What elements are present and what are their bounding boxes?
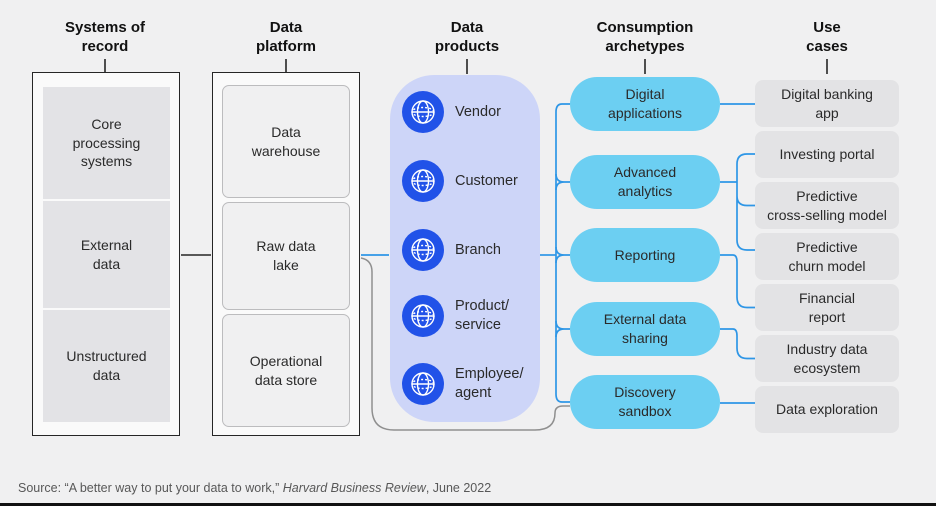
globe-icon xyxy=(402,295,444,337)
product-row-employee-agent: Employee/ agent xyxy=(402,363,524,405)
header-use-cases: Use cases xyxy=(806,19,848,55)
use-case-investing-portal: Investing portal xyxy=(755,131,899,178)
platform-item-data-warehouse: Data warehouse xyxy=(222,85,350,198)
header-systems-of-record: Systems of record xyxy=(64,19,146,55)
header-data-products: Data products xyxy=(434,19,500,55)
source-citation: Source: “A better way to put your data t… xyxy=(18,481,491,495)
archetype-digital-applications: Digital applications xyxy=(570,77,720,131)
product-label: Employee/ agent xyxy=(455,366,524,401)
use-case-industry-data-ecosystem: Industry data ecosystem xyxy=(755,335,899,382)
product-label: Vendor xyxy=(455,103,501,120)
reporting-to-financial-line xyxy=(720,254,755,309)
record-item-external-data: External data xyxy=(43,201,170,308)
product-row-branch: Branch xyxy=(402,229,501,271)
use-case-predictive-churn: Predictive churn model xyxy=(755,233,899,280)
source-suffix: , June 2022 xyxy=(425,481,492,495)
platform-item-operational-data-store: Operational data store xyxy=(222,314,350,427)
platform-to-sandbox-bypass-line xyxy=(360,257,570,431)
globe-icon xyxy=(402,363,444,405)
globe-icon xyxy=(402,229,444,271)
record-item-unstructured-data: Unstructured data xyxy=(43,310,170,422)
record-item-core-processing: Core processing systems xyxy=(43,87,170,199)
product-row-vendor: Vendor xyxy=(402,91,501,133)
product-label: Customer xyxy=(455,172,518,189)
use-case-financial-report: Financial report xyxy=(755,284,899,331)
source-prefix: Source: “A better way to put your data t… xyxy=(18,481,283,495)
analytics-branch-lines xyxy=(720,153,755,251)
archetype-discovery-sandbox: Discovery sandbox xyxy=(570,375,720,429)
use-case-predictive-cross-selling: Predictive cross-selling model xyxy=(755,182,899,229)
header-data-platform: Data platform xyxy=(256,19,316,55)
globe-icon xyxy=(402,91,444,133)
source-publication: Harvard Business Review xyxy=(282,481,426,495)
sharing-to-ecosystem-line xyxy=(720,328,755,360)
product-row-customer: Customer xyxy=(402,160,518,202)
archetypes-bracket-spine xyxy=(555,103,570,403)
archetype-external-data-sharing: External data sharing xyxy=(570,302,720,356)
product-label: Product/ service xyxy=(455,298,509,333)
archetype-advanced-analytics: Advanced analytics xyxy=(570,155,720,209)
use-case-data-exploration: Data exploration xyxy=(755,386,899,433)
archetypes-bracket-tees xyxy=(555,173,570,338)
platform-item-raw-data-lake: Raw data lake xyxy=(222,202,350,310)
header-tick-lines xyxy=(104,59,828,74)
use-case-digital-banking-app: Digital banking app xyxy=(755,80,899,127)
bottom-rule xyxy=(0,503,936,506)
globe-icon xyxy=(402,160,444,202)
archetype-reporting: Reporting xyxy=(570,228,720,282)
header-consumption-archetypes: Consumption archetypes xyxy=(596,19,694,55)
product-row-product-service: Product/ service xyxy=(402,295,509,337)
product-label: Branch xyxy=(455,241,501,258)
